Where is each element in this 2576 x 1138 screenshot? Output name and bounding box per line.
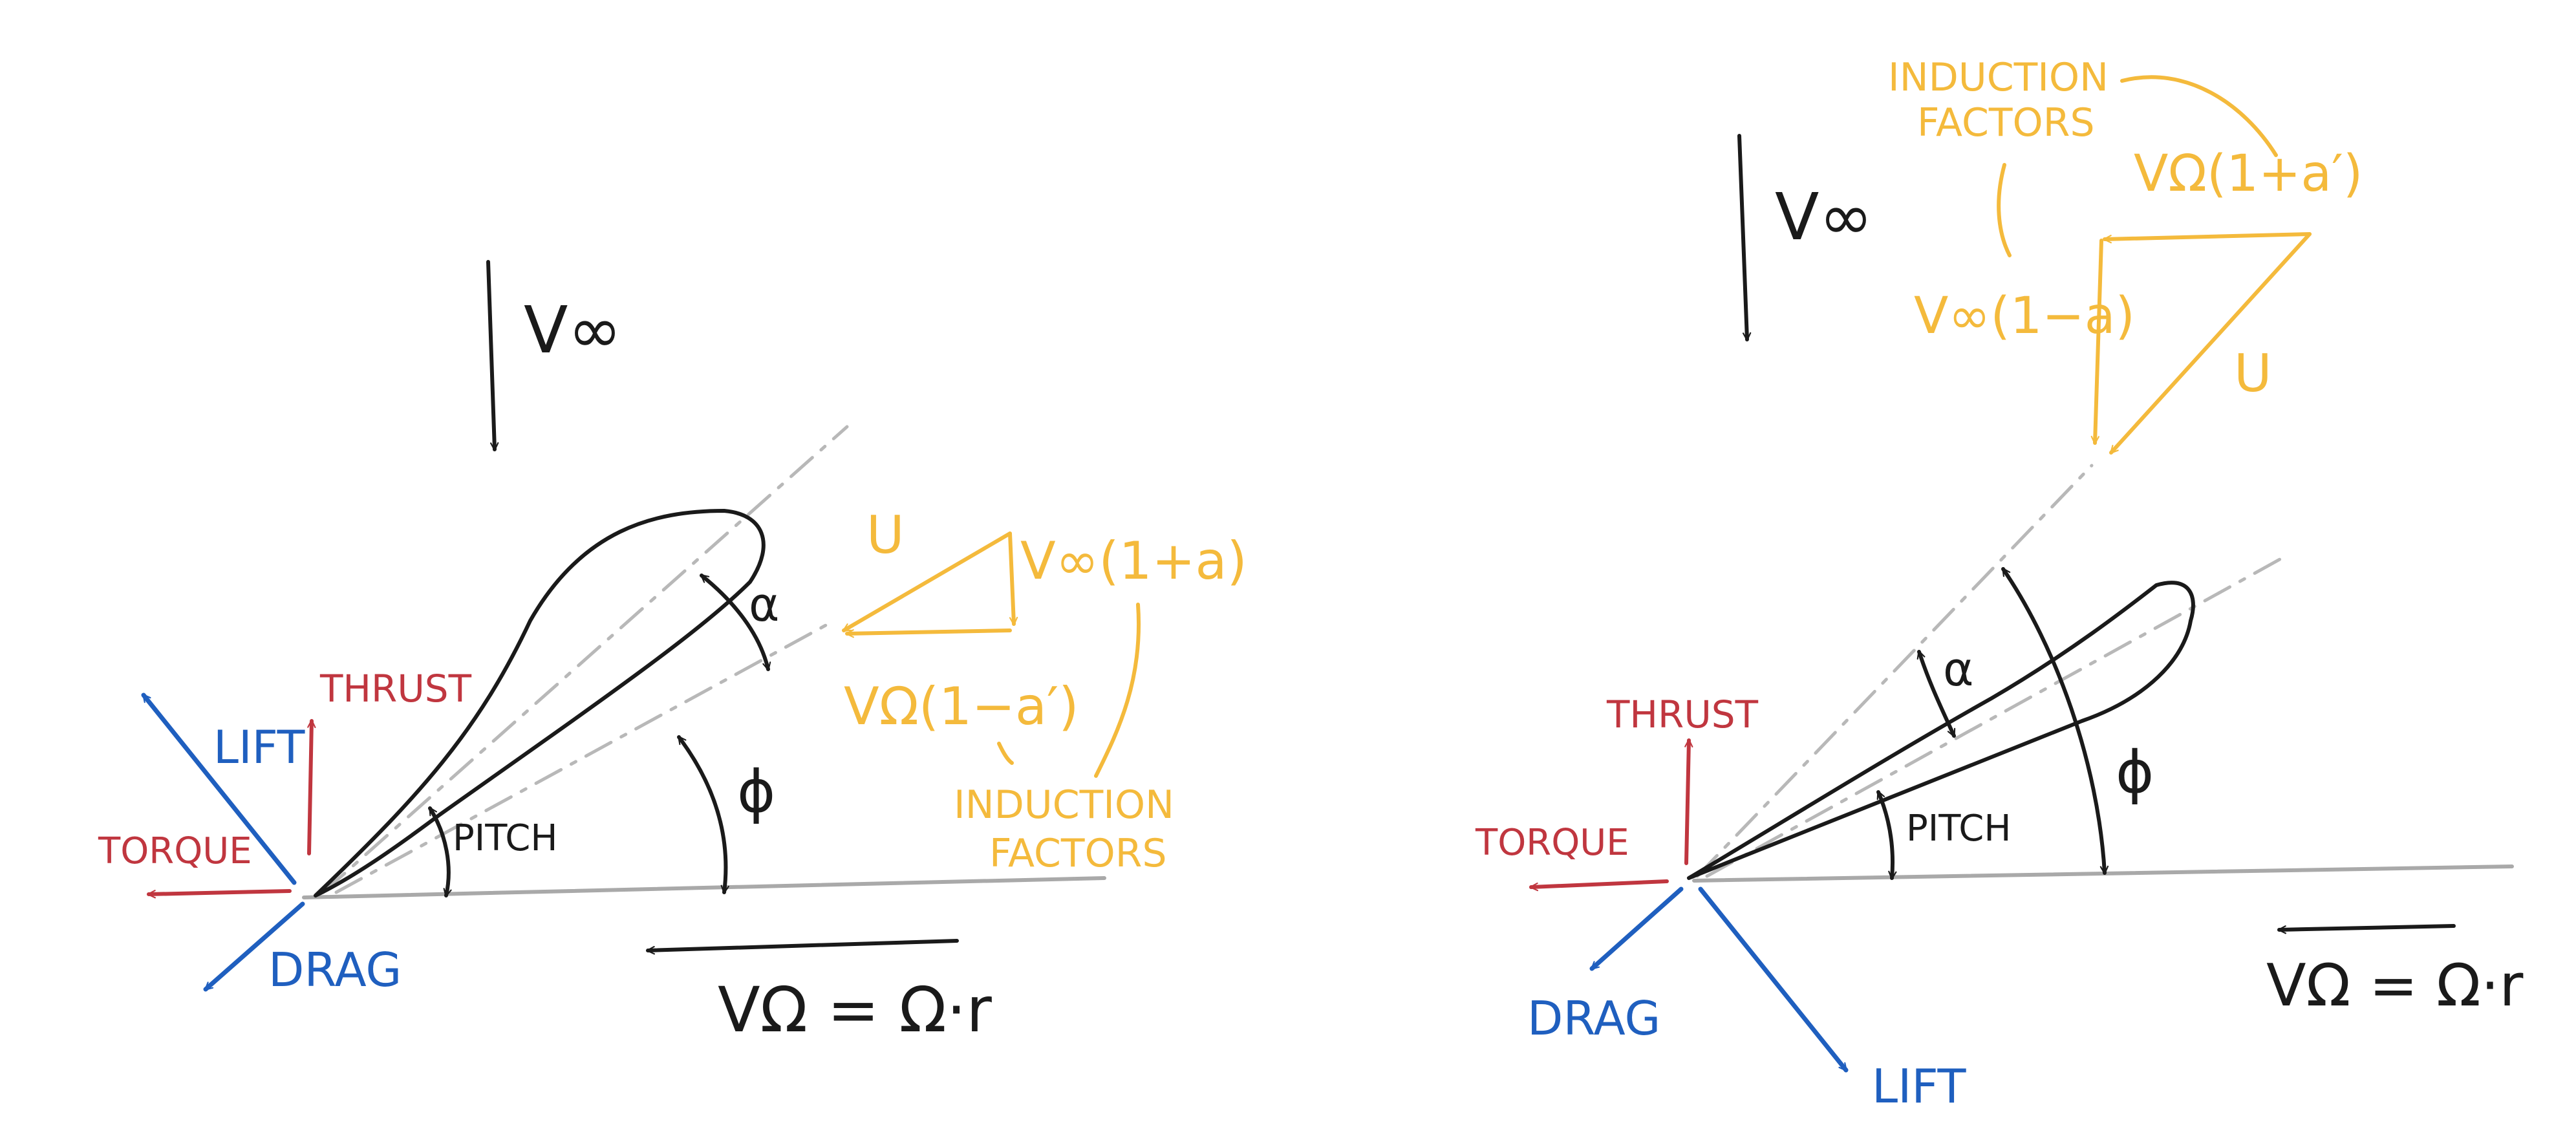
right-rotation-arrow — [2277, 924, 2456, 930]
right-induction-leader-left — [1997, 163, 2012, 257]
left-phi-label: ϕ — [737, 758, 775, 826]
right-rotation-label: VΩ = Ω·r — [2266, 952, 2523, 1020]
right-phi-arc — [2001, 569, 2105, 873]
right-alpha-label: α — [1943, 642, 1973, 696]
left-tangential-vector — [845, 628, 1012, 634]
left-lift-label: LIFT — [213, 721, 305, 774]
left-rotation-plane — [302, 876, 1106, 899]
right-lift-label: LIFT — [1872, 1059, 1966, 1113]
left-chord-line — [321, 425, 849, 894]
left-tangential-label: VΩ(1−a′) — [844, 676, 1079, 736]
left-thrust-arrow — [307, 719, 312, 855]
right-induction-line2: FACTORS — [1917, 100, 2095, 145]
left-induction-tick — [997, 742, 1014, 765]
right-relative-vector — [2109, 232, 2312, 455]
right-flow-line — [1695, 464, 2094, 878]
right-chord-line — [1705, 554, 2288, 878]
left-lift-arrow — [141, 692, 297, 885]
right-induction-leader-top — [2120, 75, 2278, 157]
right-freestream-arrow — [1737, 134, 1747, 339]
right-axial-vector — [2095, 239, 2103, 443]
left-freestream-arrow — [486, 260, 495, 449]
left-alpha-arc — [700, 574, 768, 669]
right-induction-line1: INDUCTION — [1888, 55, 2109, 100]
right-thrust-arrow — [1684, 738, 1689, 865]
left-phi-arc — [677, 735, 725, 892]
right-relative-label: U — [2234, 343, 2272, 403]
right-drag-arrow — [1589, 886, 1684, 971]
left-induction-line2: FACTORS — [989, 831, 1167, 876]
right-airfoil — [1687, 581, 2195, 880]
right-freestream-label: V∞ — [1775, 179, 1873, 255]
left-pitch-label: PITCH — [453, 817, 557, 859]
left-relative-vector — [844, 531, 1012, 632]
left-thrust-label: THRUST — [319, 667, 472, 711]
right-tangential-label: VΩ(1+a′) — [2134, 145, 2363, 203]
left-torque-arrow — [147, 889, 292, 894]
right-diagram: V∞ α ϕ PITCH THRUST TORQUE DRAG LIFT VΩ … — [1475, 55, 2523, 1113]
left-diagram: V∞ α ϕ PITCH THRUST TORQUE LIFT DRAG VΩ … — [98, 260, 1247, 1046]
right-axial-label: V∞(1−a) — [1914, 287, 2135, 345]
right-lift-arrow — [1698, 886, 1849, 1073]
left-drag-arrow — [203, 901, 305, 992]
right-pitch-arc — [1876, 792, 1893, 878]
left-axial-label: V∞(1+a) — [1020, 531, 1247, 591]
left-torque-label: TORQUE — [98, 830, 252, 872]
left-drag-label: DRAG — [268, 943, 402, 997]
left-pitch-arc — [428, 808, 449, 896]
left-rotation-arrow — [648, 939, 959, 950]
right-phi-label: ϕ — [2116, 738, 2154, 806]
right-tangential-vector — [2103, 232, 2312, 239]
right-torque-label: TORQUE — [1475, 822, 1629, 864]
right-alpha-arc — [1919, 652, 1956, 736]
left-rotation-label: VΩ = Ω·r — [718, 974, 992, 1046]
left-axial-vector — [1008, 531, 1014, 624]
left-induction-line1: INDUCTION — [954, 782, 1174, 828]
right-torque-arrow — [1531, 879, 1669, 887]
left-freestream-label: V∞ — [524, 292, 622, 368]
right-drag-label: DRAG — [1527, 991, 1660, 1046]
left-relative-label: U — [866, 505, 905, 565]
left-induction-leader — [1094, 603, 1141, 778]
left-alpha-label: α — [749, 577, 779, 632]
right-thrust-label: THRUST — [1606, 692, 1759, 736]
right-pitch-label: PITCH — [1906, 808, 2011, 850]
